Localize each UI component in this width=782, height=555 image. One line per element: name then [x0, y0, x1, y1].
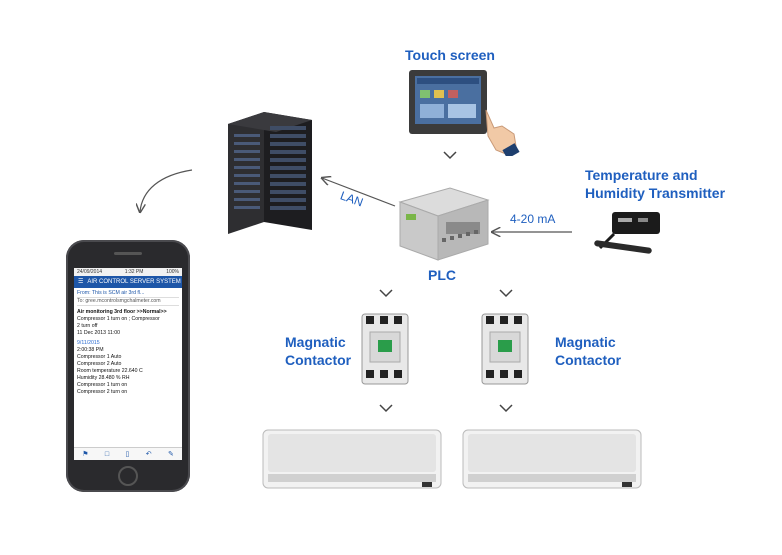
email-line: Compressor 1 turn on ; Compressor	[77, 316, 160, 322]
home-button[interactable]	[118, 466, 138, 486]
contactor-left-icon	[361, 313, 409, 385]
chevron-contactor-right-ac	[499, 404, 513, 413]
contactor-left-label-line2: Contactor	[285, 352, 352, 368]
air-conditioner-right-icon	[462, 429, 642, 489]
compose-icon[interactable]: ✎	[167, 451, 174, 458]
smartphone: 24/09/2014 1:32 PM 100% ☰ AIR CONTROL SE…	[66, 240, 190, 492]
flag-icon[interactable]: ⚑	[82, 451, 89, 458]
chevron-plc-right	[499, 289, 513, 298]
status-center: 1:32 PM	[124, 269, 144, 275]
chevron-contactor-left-ac	[379, 404, 393, 413]
contactor-right-label-line2: Contactor	[555, 352, 622, 368]
email-detail: Compressor 1 Auto	[77, 354, 122, 360]
email-toolbar: ⚑ □ ▯ ↶ ✎	[74, 447, 182, 460]
email-date: 9/11/2015	[77, 340, 100, 346]
phone-app-bar: ☰ AIR CONTROL SERVER SYSTEM	[74, 276, 182, 288]
transmitter-label-line1: Temperature and	[585, 167, 698, 183]
email-detail: Room temperature 22.640 C	[77, 368, 143, 374]
temperature-humidity-transmitter-icon	[594, 212, 660, 254]
email-line: Air monitoring 3rd floor >>Normal>>	[77, 309, 167, 315]
status-right: 100%	[166, 269, 179, 275]
email-body: From: This is SCM air 3rd fl... To: gree…	[74, 288, 182, 398]
contactor-right-label-line1: Magnatic	[555, 334, 616, 350]
email-to: To: gree.mcontrolsmgchalmeter.com	[77, 298, 179, 306]
phone-speaker	[114, 252, 142, 255]
phone-screen: 24/09/2014 1:32 PM 100% ☰ AIR CONTROL SE…	[74, 268, 182, 460]
reply-icon[interactable]: ↶	[145, 451, 152, 458]
trash-icon[interactable]: ▯	[125, 451, 130, 458]
touch-screen-label: Touch screen	[405, 47, 495, 63]
menu-icon[interactable]: ☰	[78, 279, 84, 285]
plc-label: PLC	[428, 267, 456, 283]
email-detail: Compressor 2 Auto	[77, 361, 122, 367]
phone-status-bar: 24/09/2014 1:32 PM 100%	[74, 268, 182, 276]
contactor-right-icon	[481, 313, 529, 385]
air-conditioner-left-icon	[262, 429, 442, 489]
app-title: AIR CONTROL SERVER SYSTEM	[87, 279, 181, 285]
signal-label: 4-20 mA	[510, 212, 556, 226]
email-detail: Humidity 28.480 % RH	[77, 375, 130, 381]
plc-icon	[398, 187, 490, 261]
folder-icon[interactable]: □	[104, 450, 110, 458]
status-left: 24/09/2014	[77, 269, 103, 275]
email-to-value: gree.mcontrolsmgchalmeter.com	[85, 298, 161, 304]
email-detail: 2:00:38 PM	[77, 347, 104, 353]
email-detail: Compressor 1 turn on	[77, 382, 128, 388]
email-line: 11 Dec 2013 11:00	[77, 330, 121, 336]
chevron-touchscreen-plc	[443, 151, 457, 160]
contactor-left-label-line1: Magnatic	[285, 334, 346, 350]
server-rack-icon	[228, 112, 312, 234]
email-from: From: This is SCM air 3rd fl...	[77, 290, 179, 298]
touch-screen-device	[408, 68, 488, 138]
touch-screen-icon	[409, 70, 487, 134]
lan-arrow	[322, 178, 396, 207]
transmitter-label-line2: Humidity Transmitter	[585, 185, 726, 201]
chevron-plc-left	[379, 289, 393, 298]
server-to-phone-arrow	[140, 169, 193, 212]
email-detail: Compressor 2 turn on	[77, 389, 128, 395]
email-line: 2 turn off	[77, 323, 98, 329]
hand-icon	[485, 109, 520, 156]
